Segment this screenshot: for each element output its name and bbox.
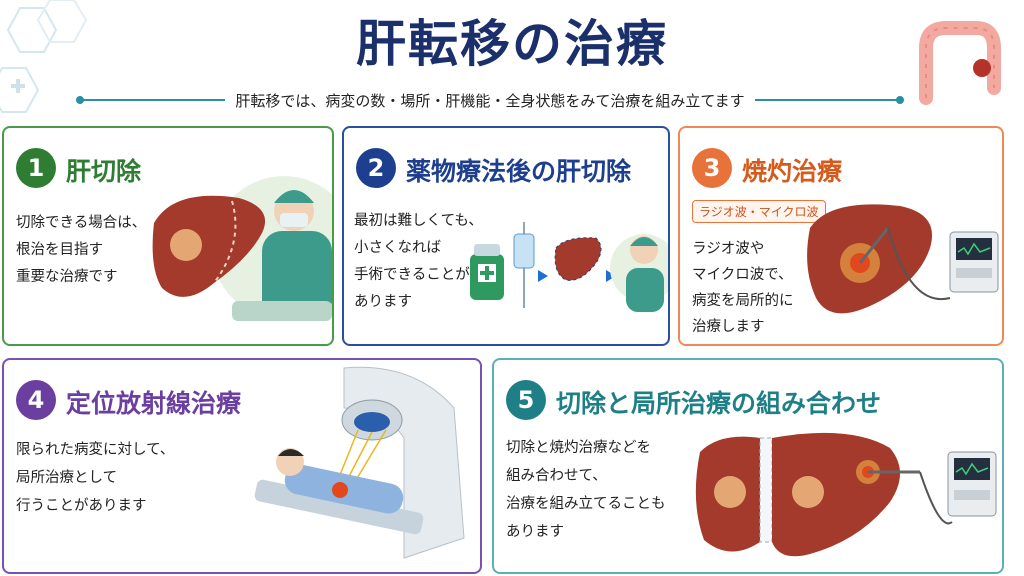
card-body: 切除できる場合は、 根治を目指す 重要な治療です [16,210,146,291]
card-title: 切除と局所治療の組み合わせ [556,389,882,418]
card-title: 肝切除 [66,157,142,186]
card-line: マイクロ波で、 [692,267,793,283]
card-title: 薬物療法後の肝切除 [406,157,632,186]
subtitle-divider-right [754,96,905,104]
page-title: 肝転移の治療 [356,15,668,73]
card-body: ラジオ波や マイクロ波で、 病変を局所的に 治療します [692,236,794,340]
card-line: 手術できることが [354,267,470,283]
card-number-badge: 1 [16,148,56,188]
card-line: 局所治療として [16,470,118,486]
card-stereotactic-radiotherapy: 4 定位放射線治療 限られた病変に対して、 局所治療として 行うことがあります [2,358,482,574]
page-subtitle: 肝転移では、病変の数・場所・肝機能・全身状態をみて治療を組み立てます [235,91,745,110]
card-line: 最初は難しくても、 [354,213,483,229]
card-body: 最初は難しくても、 小さくなれば 手術できることが あります [354,208,483,316]
card-line: 切除と焼灼治療などを [506,440,651,456]
card-liver-resection: 1 肝切除 切除できる場合は、 根治を目指す 重要な治療です [2,126,334,346]
ablation-device-illustration [807,204,999,314]
card-number-badge: 4 [16,380,56,420]
colon-icon [919,21,1001,105]
combined-resection-ablation-illustration [695,432,997,557]
card-line: 病変を局所的に [692,293,794,309]
card-title: 定位放射線治療 [66,389,242,418]
hexagon-decoration-icon [0,0,88,113]
card-number-badge: 3 [692,148,732,188]
radiotherapy-machine-illustration [254,366,465,559]
card-resection-after-drug-therapy: 2 薬物療法後の肝切除 最初は難しくても、 小さくなれば 手術できることが あり… [342,126,670,346]
card-line: ラジオ波や [692,241,765,257]
card-line: 組み合わせて、 [506,468,607,484]
card-body: 限られた病変に対して、 局所治療として 行うことがあります [16,436,174,520]
card-number-badge: 5 [506,380,546,420]
ablation-type-tag: ラジオ波・マイクロ波 [692,200,826,223]
card-title: 焼灼治療 [742,157,843,186]
card-number-badge: 2 [356,148,396,188]
card-line: 治療します [692,319,765,335]
subtitle-divider-left [75,96,226,104]
card-line: 重要な治療です [16,269,118,285]
card-line: 切除できる場合は、 [16,215,147,231]
card-ablation: 3 焼灼治療 ラジオ波・マイクロ波 ラジオ波や マイクロ波で、 病変を局所的に … [678,126,1004,346]
card-line: 行うことがあります [16,498,147,514]
card-line: 小さくなれば [354,240,441,256]
card-line: あります [506,524,564,540]
medication-to-surgery-illustration [470,222,668,312]
card-combination-therapy: 5 切除と局所治療の組み合わせ 切除と焼灼治療などを 組み合わせて、 治療を組み… [492,358,1004,574]
card-line: 治療を組み立てることも [506,496,666,512]
card-line: 根治を目指す [16,242,103,258]
surgeon-liver-illustration [152,176,332,321]
card-line: 限られた病変に対して、 [16,442,175,458]
card-body: 切除と焼灼治療などを 組み合わせて、 治療を組み立てることも あります [506,434,666,546]
subtitle-row: 肝転移では、病変の数・場所・肝機能・全身状態をみて治療を組み立てます [75,86,905,114]
card-line: あります [354,294,412,310]
